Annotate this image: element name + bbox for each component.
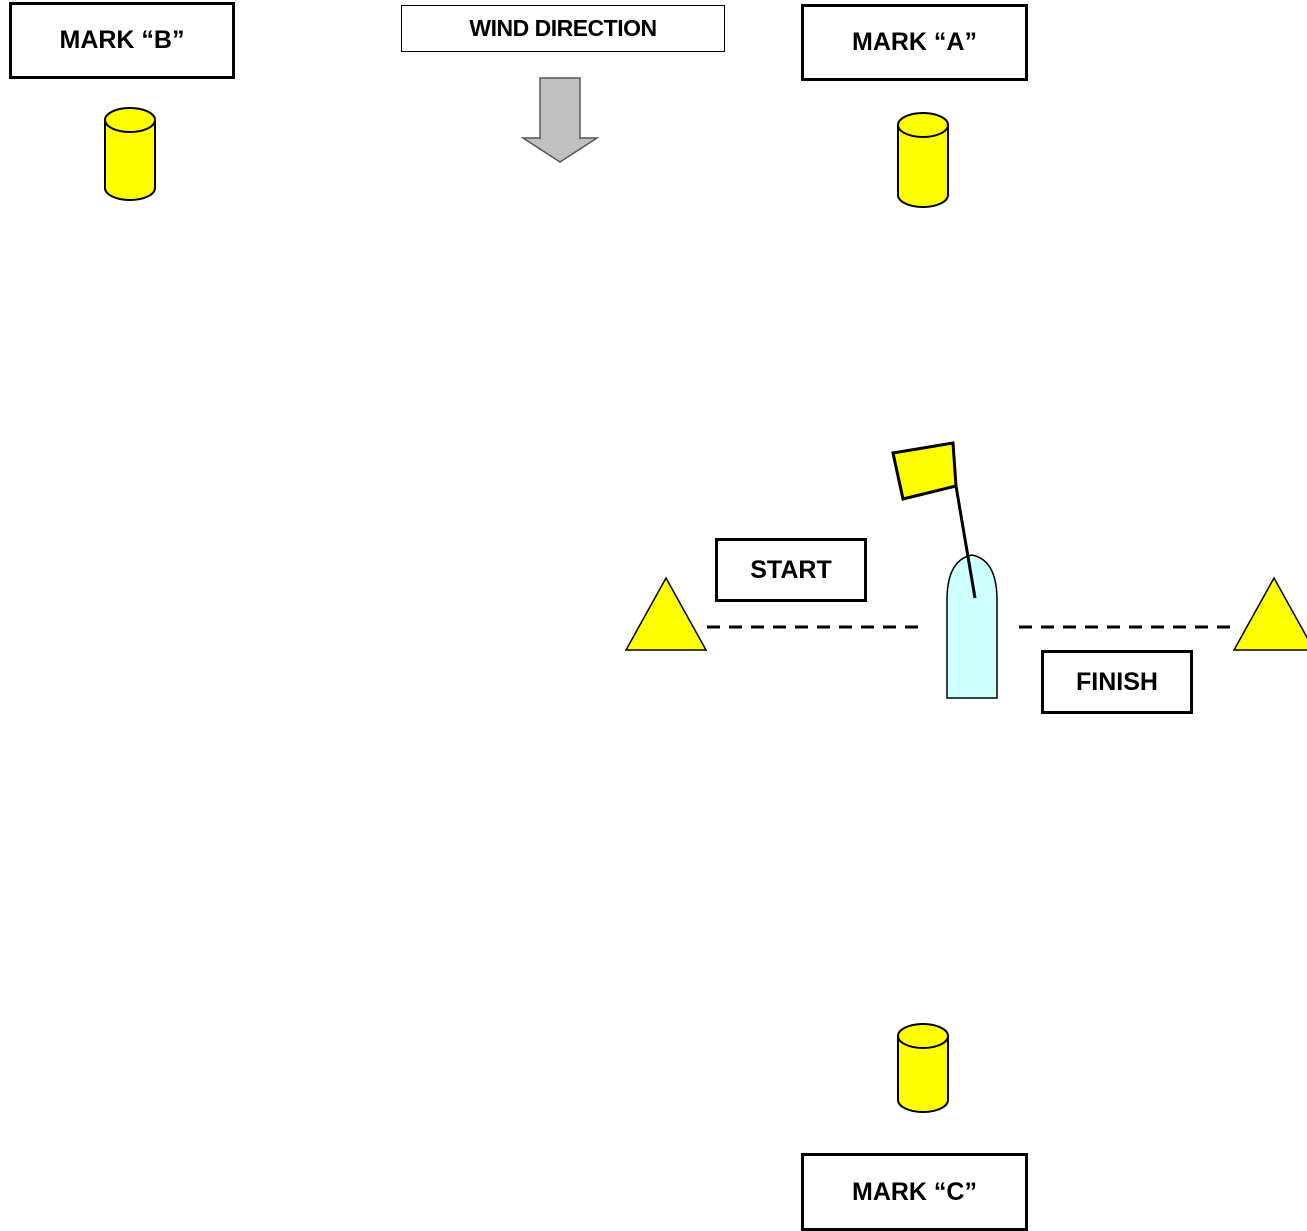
mark-a-buoy-icon xyxy=(897,112,949,208)
wind-direction-label: WIND DIRECTION xyxy=(401,5,725,52)
finish-triangle-mark-icon xyxy=(1232,576,1307,651)
finish-label: FINISH xyxy=(1041,650,1193,714)
mark-b-label: MARK “B” xyxy=(9,2,235,79)
mark-c-buoy-icon xyxy=(897,1023,949,1113)
wind-direction-arrow-icon xyxy=(520,77,600,163)
start-triangle-mark-icon xyxy=(624,576,708,651)
flag-pole xyxy=(954,485,977,599)
mark-c-label: MARK “C” xyxy=(801,1153,1028,1231)
flag-icon xyxy=(891,441,958,501)
committee-boat-icon xyxy=(946,554,998,699)
mark-b-buoy-icon xyxy=(104,107,156,201)
mark-a-label: MARK “A” xyxy=(801,4,1028,81)
start-label: START xyxy=(715,538,867,602)
